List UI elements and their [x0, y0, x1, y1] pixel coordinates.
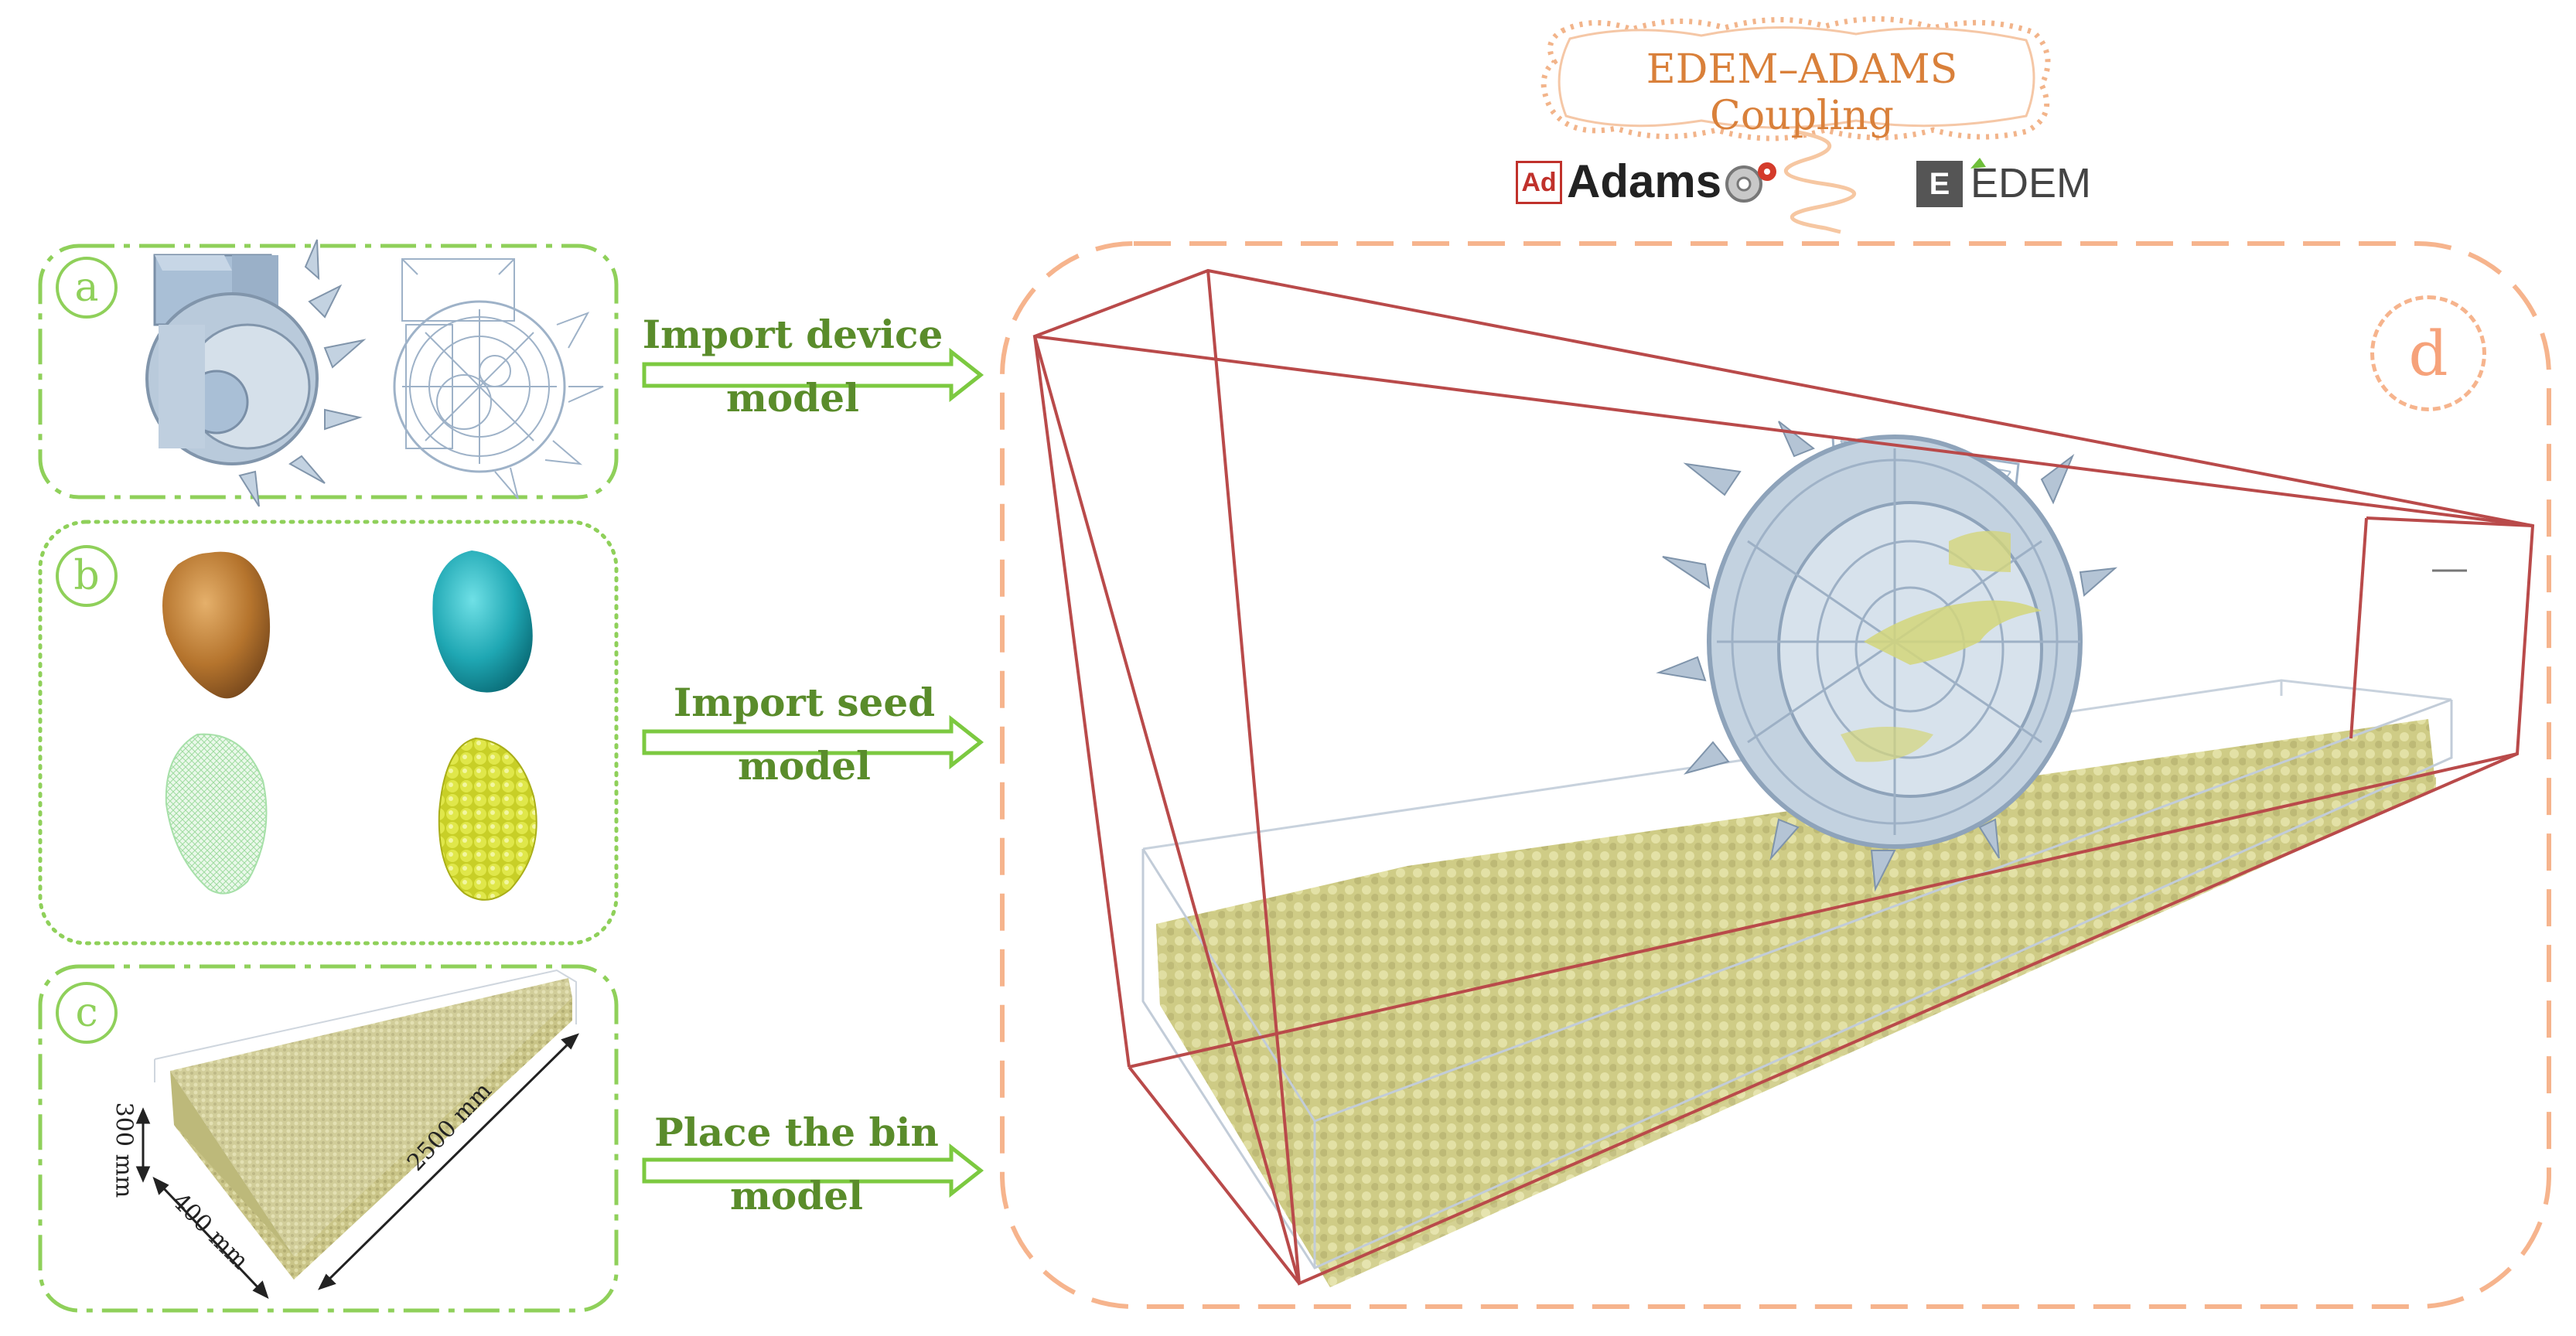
adams-logo-text: Adams: [1567, 155, 1722, 207]
step-import-seed-line1: Import seed: [673, 680, 936, 725]
coupling-title-cloud: [1540, 15, 2051, 141]
edem-mark-icon: [1970, 158, 1986, 169]
simulation-domain-box: [1032, 268, 2535, 1286]
seed-brown-model: [162, 551, 271, 699]
step-import-seed-line2: model: [737, 743, 872, 789]
panel-a-frame: [38, 244, 619, 499]
coupling-title-cloud-inner: [1558, 26, 2035, 129]
coupling-title: EDEM–ADAMS Coupling: [1646, 46, 1958, 139]
panel-c: [38, 964, 619, 1313]
panel-d-frame: [1000, 241, 2551, 1309]
panel-a: [38, 239, 619, 507]
step-place-bin-line2: model: [729, 1173, 864, 1218]
panel-b-frame: [38, 520, 619, 946]
coupling-spring-icon: [1783, 129, 1856, 234]
seed-bed: [1156, 719, 2436, 1287]
device-wireframe-model: [393, 258, 604, 499]
panel-a-label: a: [56, 257, 118, 319]
device-solid-model: [145, 239, 367, 507]
step-import-device-line2: model: [725, 375, 860, 421]
step-place-bin-line1: Place the bin: [654, 1109, 939, 1155]
step-import-seed: Import seed model: [603, 671, 1005, 798]
bin-grey-outline-back: [1142, 679, 2452, 850]
bin-height-dimension: 300 mm: [110, 1102, 138, 1198]
panel-b-label: b: [56, 545, 118, 607]
adams-gear-icon: [1725, 162, 1776, 203]
panel-d-label: d: [2370, 295, 2486, 411]
panel-b: [38, 520, 619, 946]
adams-logo-badge: Ad: [1516, 161, 1562, 204]
edem-logo-badge: E: [1916, 161, 1963, 207]
seed-mesh-model: [165, 733, 268, 895]
seed-cyan-model: [432, 550, 533, 693]
panel-c-label: c: [56, 982, 118, 1044]
panel-c-frame: [38, 964, 619, 1313]
arrow-import-device: [642, 347, 984, 403]
bin-grey-outline-front: [1141, 698, 2453, 1270]
arrow-import-seed: [642, 714, 984, 770]
step-arrows: [642, 347, 984, 1198]
edem-logo-text: EDEM: [1970, 160, 2092, 206]
seed-metering-device: [1656, 421, 2118, 892]
bin-model: [154, 969, 577, 1280]
bin-dimension-lines: [135, 1033, 579, 1299]
panel-d: [1000, 241, 2551, 1309]
step-place-bin: Place the bin model: [595, 1101, 998, 1228]
arrow-place-bin: [642, 1143, 984, 1198]
coupling-header: [1540, 15, 2051, 234]
step-import-device: Import device model: [592, 303, 994, 430]
step-import-device-line1: Import device: [642, 312, 943, 357]
seed-sphere-model: [438, 737, 537, 901]
